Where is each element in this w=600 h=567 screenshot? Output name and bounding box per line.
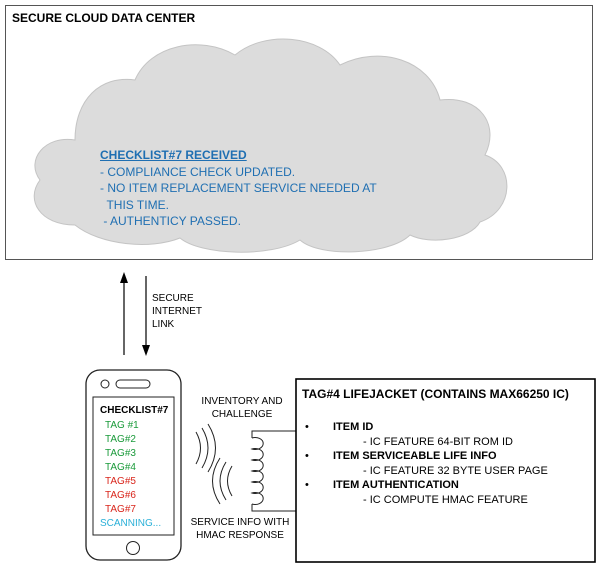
inventory-line: CHALLENGE: [211, 409, 273, 420]
tag-list-item: TAG#6: [105, 490, 136, 501]
feature-detail: - IC COMPUTE HMAC FEATURE: [363, 493, 528, 506]
datacenter-frame: [5, 5, 593, 260]
service-response-label: SERVICE INFO WITH HMAC RESPONSE: [190, 516, 290, 542]
downlink-arrowhead: [142, 345, 150, 356]
bullet-icon: •: [305, 421, 309, 433]
bullet-icon: •: [305, 479, 309, 491]
tag-list-item: TAG#3: [105, 448, 136, 459]
tag-list-item: TAG #1: [105, 420, 139, 431]
tag-list-item: TAG#5: [105, 476, 136, 487]
tag-list-item: TAG#2: [105, 434, 136, 445]
inventory-line: INVENTORY AND: [201, 396, 283, 407]
feature-detail: - IC FEATURE 32 BYTE USER PAGE: [363, 464, 548, 477]
tag-feature-list: • ITEM ID - IC FEATURE 64-BIT ROM ID • I…: [305, 420, 548, 507]
checklist-received-heading: CHECKLIST#7 RECEIVED: [100, 148, 247, 162]
phone-checklist-heading: CHECKLIST#7: [100, 405, 169, 416]
secure-link-label: SECURE INTERNET LINK: [152, 292, 202, 331]
rf-waves-icon: [195, 423, 233, 505]
link-line: INTERNET: [152, 306, 202, 317]
link-line: SECURE: [152, 293, 194, 304]
link-line: LINK: [152, 319, 175, 330]
cloud-icon: [33, 38, 508, 253]
cloud-line: - AUTHENTICY PASSED.: [100, 214, 241, 228]
smartphone: [85, 369, 182, 561]
cloud-status-text: CHECKLIST#7 RECEIVED - COMPLIANCE CHECK …: [100, 147, 377, 230]
phone-screen: CHECKLIST#7 TAG #1 TAG#2 TAG#3 TAG#4 TAG…: [100, 404, 168, 531]
cloud-line: - COMPLIANCE CHECK UPDATED.: [100, 164, 296, 179]
service-line: SERVICE INFO WITH: [190, 517, 290, 528]
uplink-arrowhead: [120, 272, 128, 283]
tag-info-box: [295, 378, 596, 563]
tag-list-item: TAG#4: [105, 462, 136, 473]
cloud-line: THIS TIME.: [100, 197, 169, 212]
cloud-line: - NO ITEM REPLACEMENT SERVICE NEEDED AT: [100, 181, 377, 195]
scanning-status: SCANNING...: [100, 518, 162, 529]
feature-item: • ITEM SERVICEABLE LIFE INFO: [305, 449, 548, 464]
feature-label: ITEM ID: [333, 421, 374, 433]
tag-list-item: TAG#7: [105, 504, 136, 515]
feature-item: • ITEM ID: [305, 420, 548, 435]
datacenter-title: SECURE CLOUD DATA CENTER: [12, 11, 196, 25]
tag-box-title: TAG#4 LIFEJACKET (CONTAINS MAX66250 IC): [302, 387, 569, 401]
feature-label: ITEM SERVICEABLE LIFE INFO: [333, 450, 497, 462]
feature-label: ITEM AUTHENTICATION: [333, 479, 459, 491]
service-line: HMAC RESPONSE: [196, 530, 284, 541]
feature-item: • ITEM AUTHENTICATION: [305, 478, 548, 493]
inventory-challenge-label: INVENTORY AND CHALLENGE: [196, 395, 288, 421]
feature-detail: - IC FEATURE 64-BIT ROM ID: [363, 435, 513, 448]
bullet-icon: •: [305, 450, 309, 462]
antenna-coil-icon: [250, 430, 296, 512]
